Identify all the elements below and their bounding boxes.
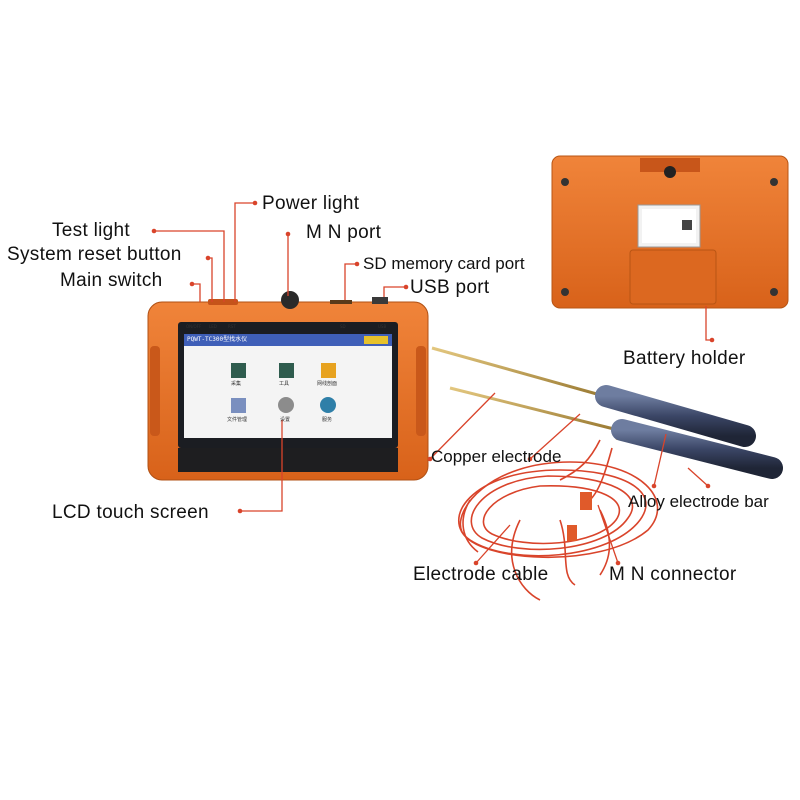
app-label-service: 服务 [322, 417, 333, 423]
app-label-tools: 工具 [279, 381, 290, 387]
label-power-light: Power light [262, 193, 360, 214]
app-label-profile: 网线剖面 [317, 381, 338, 387]
device-front-view [147, 291, 429, 481]
electrode-cable-coil [458, 439, 659, 601]
label-test-light: Test light [52, 220, 130, 241]
label-battery-holder: Battery holder [623, 348, 746, 369]
label-sd-memory-card-port: SD memory card port [363, 254, 525, 273]
app-label-settings: 设置 [280, 417, 291, 423]
app-label-files: 文件管理 [227, 417, 248, 423]
label-lcd-touch-screen: LCD touch screen [52, 502, 209, 523]
label-system-reset-button: System reset button [7, 244, 182, 265]
label-mn-connector: M N connector [609, 564, 737, 585]
label-alloy-electrode-bar: Alloy electrode bar [628, 492, 769, 511]
electrode-probe-upper [431, 346, 756, 447]
label-electrode-cable: Electrode cable [413, 564, 549, 585]
electrode-probe-lower [449, 386, 783, 479]
panel-label-sd: SD [340, 324, 346, 329]
label-mn-port: M N port [306, 222, 382, 243]
panel-label-onoff: ON/OFF [186, 324, 202, 329]
callout-lines [154, 202, 712, 564]
callout-dots [151, 200, 715, 566]
device-back-view [551, 155, 789, 309]
panel-label-usb: USB [378, 324, 387, 329]
label-copper-electrode: Copper electrode [431, 447, 562, 466]
label-main-switch: Main switch [60, 270, 163, 291]
panel-label-rst: RST [228, 324, 236, 329]
app-label-collect: 采集 [231, 381, 242, 387]
label-usb-port: USB port [410, 277, 490, 298]
screen-title: PQWT-TC300型找水仪 [187, 336, 248, 343]
panel-label-led: LED [209, 324, 217, 329]
